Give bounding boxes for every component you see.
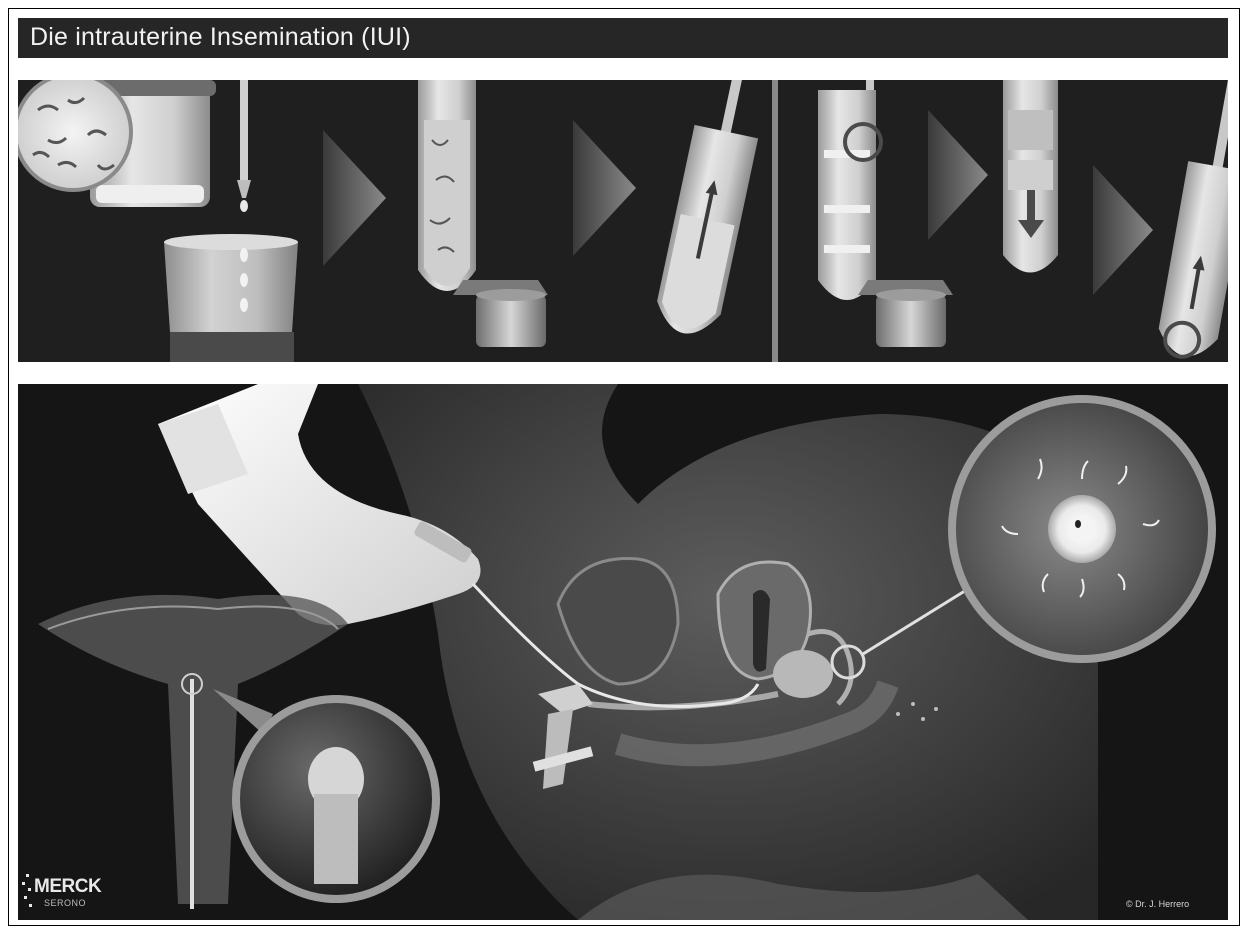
egg-magnifier	[952, 399, 1212, 659]
swim-up-tube	[652, 80, 777, 340]
centrifuge-2	[858, 280, 953, 347]
copyright-notice: © Dr. J. Herrero	[1126, 899, 1189, 909]
title-separator	[18, 58, 1228, 80]
centrifuged-tube	[1003, 80, 1058, 273]
process-arrow-4	[1093, 165, 1153, 295]
centrifuge-1	[453, 280, 548, 347]
panel-divider	[772, 80, 778, 362]
logo-text-main: MERCK	[34, 876, 101, 898]
logo-text-sub: SERONO	[44, 898, 86, 908]
merck-serono-logo: MERCK SERONO	[22, 870, 122, 914]
process-arrow-1	[323, 130, 386, 266]
anatomy-illustration	[18, 384, 1228, 920]
sperm-magnifier	[18, 80, 131, 190]
preparation-illustration	[18, 80, 1228, 362]
figure-title: Die intrauterine Insemination (IUI)	[30, 23, 411, 52]
dropper	[237, 80, 251, 212]
insemination-panel	[18, 384, 1228, 920]
title-bar: Die intrauterine Insemination (IUI)	[18, 18, 1228, 58]
test-tube-1	[418, 80, 476, 291]
process-arrow-3	[928, 110, 988, 240]
process-arrow-2	[573, 120, 636, 256]
gradient-tube	[818, 80, 881, 300]
measuring-cup	[164, 234, 298, 362]
sperm-preparation-panel	[18, 80, 1228, 362]
final-tube	[1155, 80, 1228, 362]
catheter-magnifier	[213, 689, 436, 899]
logo-mark-icon	[22, 874, 34, 912]
